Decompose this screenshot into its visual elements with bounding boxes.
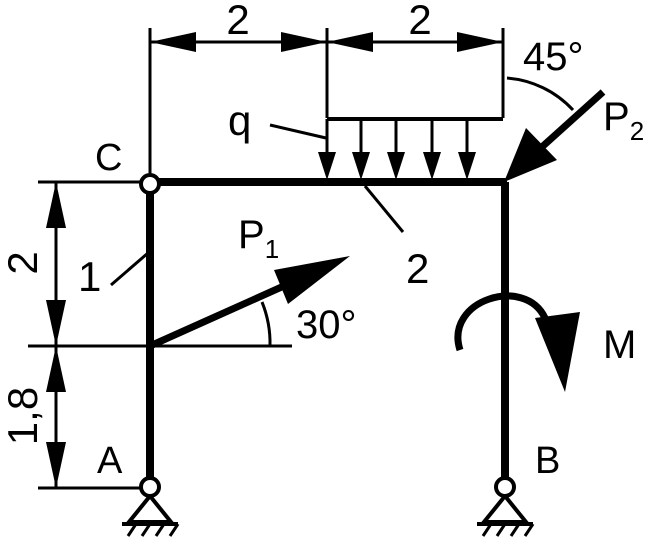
- rod-label-2: 2: [406, 245, 429, 292]
- dim-arrow-upper-top: [46, 182, 66, 228]
- moment-arrowhead: [535, 312, 580, 392]
- p2-arrow-shaft: [540, 89, 606, 149]
- dim-arrow-left-start: [150, 32, 196, 52]
- p1-angle-arc: [260, 301, 272, 347]
- angle-label-30: 30°: [296, 303, 357, 347]
- hinge-c: [139, 173, 161, 195]
- frame-members: [146, 178, 509, 486]
- hinge-b: [494, 476, 516, 498]
- dim-arrow-lower-bottom: [46, 442, 66, 488]
- dim-arrow-lower-top: [46, 346, 66, 392]
- dimension-label-top-left: 2: [226, 0, 249, 43]
- rod-1-leader-line: [110, 251, 149, 287]
- angle-label-45: 45°: [523, 35, 584, 79]
- dimension-arrowheads: [46, 32, 503, 488]
- dimension-lines: [28, 28, 505, 490]
- force-p1: [148, 256, 350, 350]
- rod-label-1: 1: [78, 253, 101, 300]
- rod-2-leader-line: [363, 185, 405, 233]
- hinges: [139, 173, 516, 498]
- point-label-b: B: [535, 440, 560, 482]
- force-p2: [504, 76, 606, 182]
- hinge-a: [139, 476, 161, 498]
- dimension-label-left-upper: 2: [0, 251, 46, 274]
- load-label-q: q: [228, 97, 251, 144]
- point-label-c: C: [95, 137, 122, 179]
- moment-m: [454, 292, 580, 392]
- p1-arrow-shaft: [148, 277, 297, 350]
- support-a: [122, 494, 180, 537]
- q-leader-line: [269, 123, 327, 140]
- moment-arc: [454, 292, 549, 352]
- support-b: [477, 494, 535, 537]
- distributed-load-q: [269, 117, 503, 180]
- dim-arrow-right-end: [457, 32, 503, 52]
- moment-label-m: M: [603, 323, 636, 367]
- force-label-p2: P2: [603, 95, 644, 146]
- point-label-a: A: [97, 440, 123, 482]
- dim-arrow-left-end: [281, 32, 327, 52]
- dim-arrow-right-start: [327, 32, 373, 52]
- dimension-label-left-lower: 1,8: [0, 387, 46, 445]
- p1-arrowhead: [274, 256, 350, 304]
- dim-arrow-upper-bottom: [46, 300, 66, 346]
- force-label-p1: P1: [238, 213, 279, 264]
- p2-angle-arc: [506, 76, 575, 112]
- dimension-label-top-right: 2: [408, 0, 431, 43]
- p2-arrowhead: [504, 128, 557, 182]
